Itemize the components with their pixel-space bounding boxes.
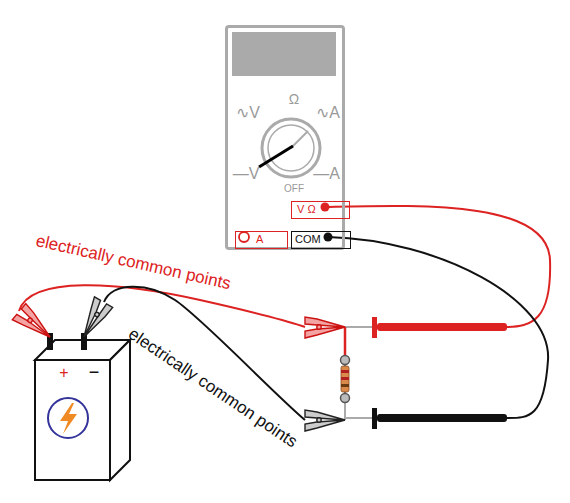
terminal-dot: [341, 394, 350, 403]
resistor-band: [341, 384, 349, 387]
jack-label: V Ω: [292, 202, 349, 217]
selector-pointer: [259, 146, 293, 167]
probe-guard: [372, 408, 377, 429]
multimeter-body: ∿VΩ∿A—V—AOFFV ΩACOM: [225, 25, 345, 250]
alligator-clip: [74, 297, 112, 342]
battery-symbol: [48, 398, 88, 438]
black-test-lead: [328, 237, 548, 418]
black-jumper-wire: [104, 287, 305, 420]
jack-terminal: V Ω: [291, 201, 350, 219]
dial-setting: ∿A: [316, 104, 340, 122]
meter-display: [232, 32, 336, 76]
annotation-text: electrically common points: [125, 325, 301, 452]
resistor-symbol: [341, 366, 349, 392]
resistor-lead: [345, 326, 373, 328]
jack-terminal: A: [235, 231, 288, 249]
current-jack: [239, 232, 249, 242]
dial-setting: Ω: [289, 92, 299, 107]
alligator-clip: [305, 410, 345, 431]
knob-line: [291, 131, 308, 148]
jack-terminal: COM: [291, 231, 351, 249]
battery-body: [35, 360, 110, 480]
alligator-clip: [305, 317, 345, 338]
red-probe: [377, 323, 507, 331]
dial-setting: OFF: [284, 183, 304, 194]
polarity-mark: −: [89, 363, 100, 383]
polarity-mark: +: [59, 364, 68, 382]
probe-guard: [372, 317, 377, 338]
battery-side: [110, 340, 130, 480]
annotation-text: electrically common points: [34, 232, 233, 294]
jack-label: COM: [292, 232, 350, 247]
black-probe: [377, 414, 507, 422]
dial-setting: —V: [233, 165, 260, 183]
jack-label: A: [236, 232, 287, 247]
alligator-clip: [12, 304, 56, 346]
red-jumper-wire: [19, 285, 305, 327]
resistor-lead: [345, 417, 373, 419]
terminal-dot: [341, 356, 350, 365]
dial-setting: —A: [313, 165, 340, 183]
lightning-bolt: [60, 403, 77, 434]
resistor-lead: [344, 327, 347, 358]
resistor-band: [341, 377, 349, 380]
dial-setting: ∿V: [236, 104, 260, 122]
resistor-band: [341, 370, 349, 373]
red-test-lead: [325, 206, 550, 327]
